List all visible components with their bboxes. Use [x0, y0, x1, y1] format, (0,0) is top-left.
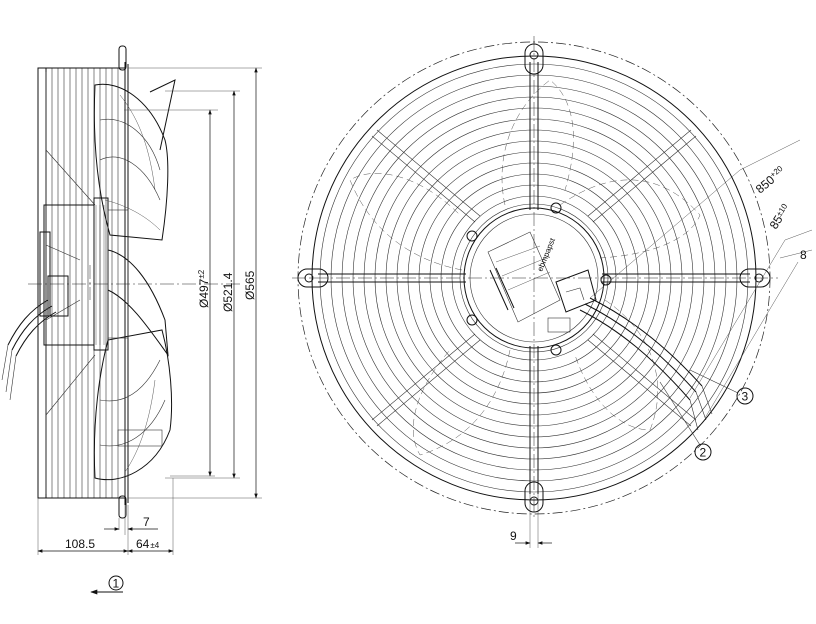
dim-label-108: 108.5	[65, 537, 95, 551]
cable-end-side	[1, 344, 17, 401]
svg-text:3: 3	[742, 390, 749, 404]
guard-side-frame	[37, 67, 47, 499]
callout-1: 1	[90, 575, 124, 595]
guard-struts	[45, 149, 96, 416]
cable-side	[7, 299, 57, 357]
motor-hub-front: ebmpapst	[463, 202, 612, 356]
guard-spokes	[318, 62, 750, 494]
nozzle-ring	[124, 62, 129, 505]
dim-label-497: Ø497±2	[197, 269, 211, 308]
dim-label-850: 850+20	[753, 164, 788, 197]
extension-lines-bottom	[37, 478, 174, 555]
dim-line-8	[704, 249, 813, 419]
cable-front	[579, 297, 703, 401]
dim-label-8: 8	[800, 248, 807, 262]
dim-label-9: 9	[510, 529, 517, 543]
svg-text:2: 2	[700, 446, 707, 460]
brand-label: ebmpapst	[536, 236, 558, 273]
dim-line-85	[689, 229, 813, 399]
dim-label-521: Ø521.4	[221, 272, 235, 312]
dim-label-64: 64±4	[136, 537, 160, 551]
impeller-blade-upper	[93, 79, 176, 241]
mount-lug-bottom	[118, 495, 127, 519]
motor-side	[39, 197, 109, 351]
impeller-blade-lower	[93, 329, 173, 481]
ext-lines-9	[529, 494, 539, 548]
extension-lines-side	[124, 67, 262, 499]
dim-label-85: 85±10	[767, 201, 793, 231]
impeller-blades-front	[349, 79, 701, 456]
dim-line-850	[589, 139, 801, 299]
callout-3: 3	[689, 369, 754, 405]
dim-label-7: 7	[143, 515, 150, 529]
front-view: ebmpapst 2 3 850+20 85±10 8	[292, 36, 813, 548]
callout-2: 2	[659, 381, 712, 461]
dim-label-565: Ø565	[243, 270, 257, 300]
guard-side-rings	[38, 67, 125, 499]
svg-text:1: 1	[113, 577, 120, 591]
rotor-hub	[107, 209, 129, 339]
mount-lug-top	[118, 45, 127, 71]
side-view: Ø497±2 Ø521.4 Ø565 7 108.5 64±4 1	[1, 45, 262, 595]
impeller-blade-center	[107, 249, 169, 357]
